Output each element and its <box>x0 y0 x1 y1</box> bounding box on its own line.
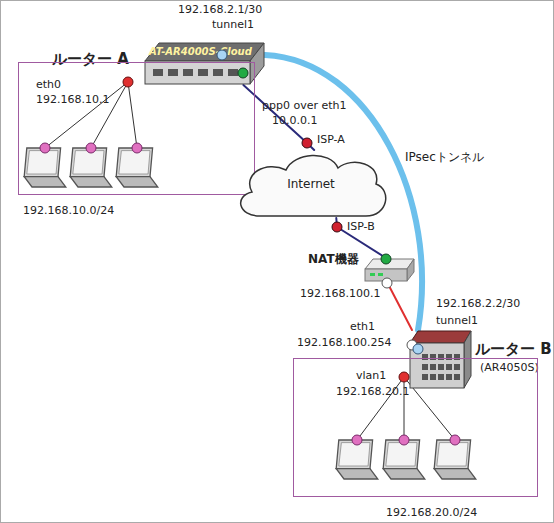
lan-port-dot <box>399 372 409 382</box>
lan-port-dot <box>123 77 133 87</box>
network-link <box>387 282 412 330</box>
router-port <box>153 69 163 76</box>
cloud-name: Internet <box>232 176 390 192</box>
ip-address: 192.168.2.1/30 <box>178 3 262 17</box>
isp-name: ISP-B <box>347 220 375 234</box>
laptop-icon <box>434 440 476 479</box>
router-port <box>422 374 428 380</box>
router-shape <box>408 330 472 390</box>
router-port <box>438 374 444 380</box>
router-port <box>213 69 223 76</box>
router-node: ルーター AAT-AR4000S-Cloud <box>145 42 265 85</box>
ip-address: 192.168.10.1 <box>36 93 109 107</box>
router-name: ルーター B <box>475 340 552 358</box>
lan-wire <box>91 82 128 148</box>
router-port <box>198 69 208 76</box>
router-port <box>183 69 193 76</box>
host-dot <box>132 143 142 153</box>
router-port <box>454 354 460 360</box>
wan-port-dot <box>238 68 248 78</box>
laptop-icon <box>383 440 425 479</box>
router-port <box>454 364 460 370</box>
edge-label: IPsecトンネル <box>405 150 484 165</box>
router-port <box>446 374 452 380</box>
router-port <box>430 374 436 380</box>
interface-name: eth1 <box>350 320 375 334</box>
router-port <box>446 354 452 360</box>
router-port <box>422 354 428 360</box>
ip-address: 192.168.20.1 <box>336 385 409 399</box>
lan-area: 192.168.20.0/24 <box>293 358 538 497</box>
router-port <box>228 69 238 76</box>
cloud-node: Internet <box>232 150 390 218</box>
interface-name: eth0 <box>36 78 61 92</box>
lan-wire <box>128 82 137 148</box>
lan-port-dot <box>382 278 392 288</box>
tunnel-port-dot <box>217 50 227 60</box>
wan-port-dot <box>381 254 391 264</box>
router-top-face <box>145 43 264 61</box>
router-front-face <box>145 61 250 84</box>
router-side-face <box>250 43 264 84</box>
model-plate: AT-AR4000S-Cloud <box>149 45 249 59</box>
interface-name: tunnel1 <box>212 18 254 32</box>
tunnel-port-dot <box>413 344 423 354</box>
laptop-icon <box>116 148 158 187</box>
isp-dot <box>302 138 312 148</box>
router-port <box>430 354 436 360</box>
router-port <box>430 364 436 370</box>
isp-name: ISP-A <box>317 133 345 147</box>
nat-led <box>370 273 375 276</box>
ip-address: 10.0.0.1 <box>272 114 317 128</box>
network-address: 192.168.10.0/24 <box>23 204 114 218</box>
nat-side-face <box>407 259 414 281</box>
laptop-icon <box>24 148 66 187</box>
ip-address: 192.168.100.1 <box>300 287 380 301</box>
router-front-face <box>410 343 464 388</box>
router-name: ルーター A <box>52 50 129 68</box>
host-dot <box>399 435 409 445</box>
router-port <box>446 364 452 370</box>
host-dot <box>450 435 460 445</box>
router-port <box>438 364 444 370</box>
model-name: (AR4050S) <box>480 361 539 375</box>
laptop-icon <box>70 148 112 187</box>
router-port <box>422 364 428 370</box>
host-dot <box>40 143 50 153</box>
isp-dot <box>332 222 342 232</box>
router-node: ルーター B(AR4050S) <box>408 330 472 390</box>
router-port <box>438 354 444 360</box>
lan-wire <box>45 82 128 148</box>
laptop-icon <box>336 440 378 479</box>
device-name: NAT機器 <box>308 250 359 268</box>
router-side-face <box>464 331 471 388</box>
interface-name: ppp0 over eth1 <box>262 99 347 113</box>
host-dot <box>352 435 362 445</box>
ip-address: 192.168.2.2/30 <box>436 297 520 311</box>
host-dot <box>86 143 96 153</box>
router-port <box>454 374 460 380</box>
network-address: 192.168.20.0/24 <box>386 506 477 520</box>
router-top-face <box>410 331 471 343</box>
interface-name: vlan1 <box>356 369 386 383</box>
router-port <box>168 69 178 76</box>
ip-address: 192.168.100.254 <box>297 336 391 350</box>
interface-name: tunnel1 <box>436 314 478 328</box>
nat-led <box>378 273 383 276</box>
